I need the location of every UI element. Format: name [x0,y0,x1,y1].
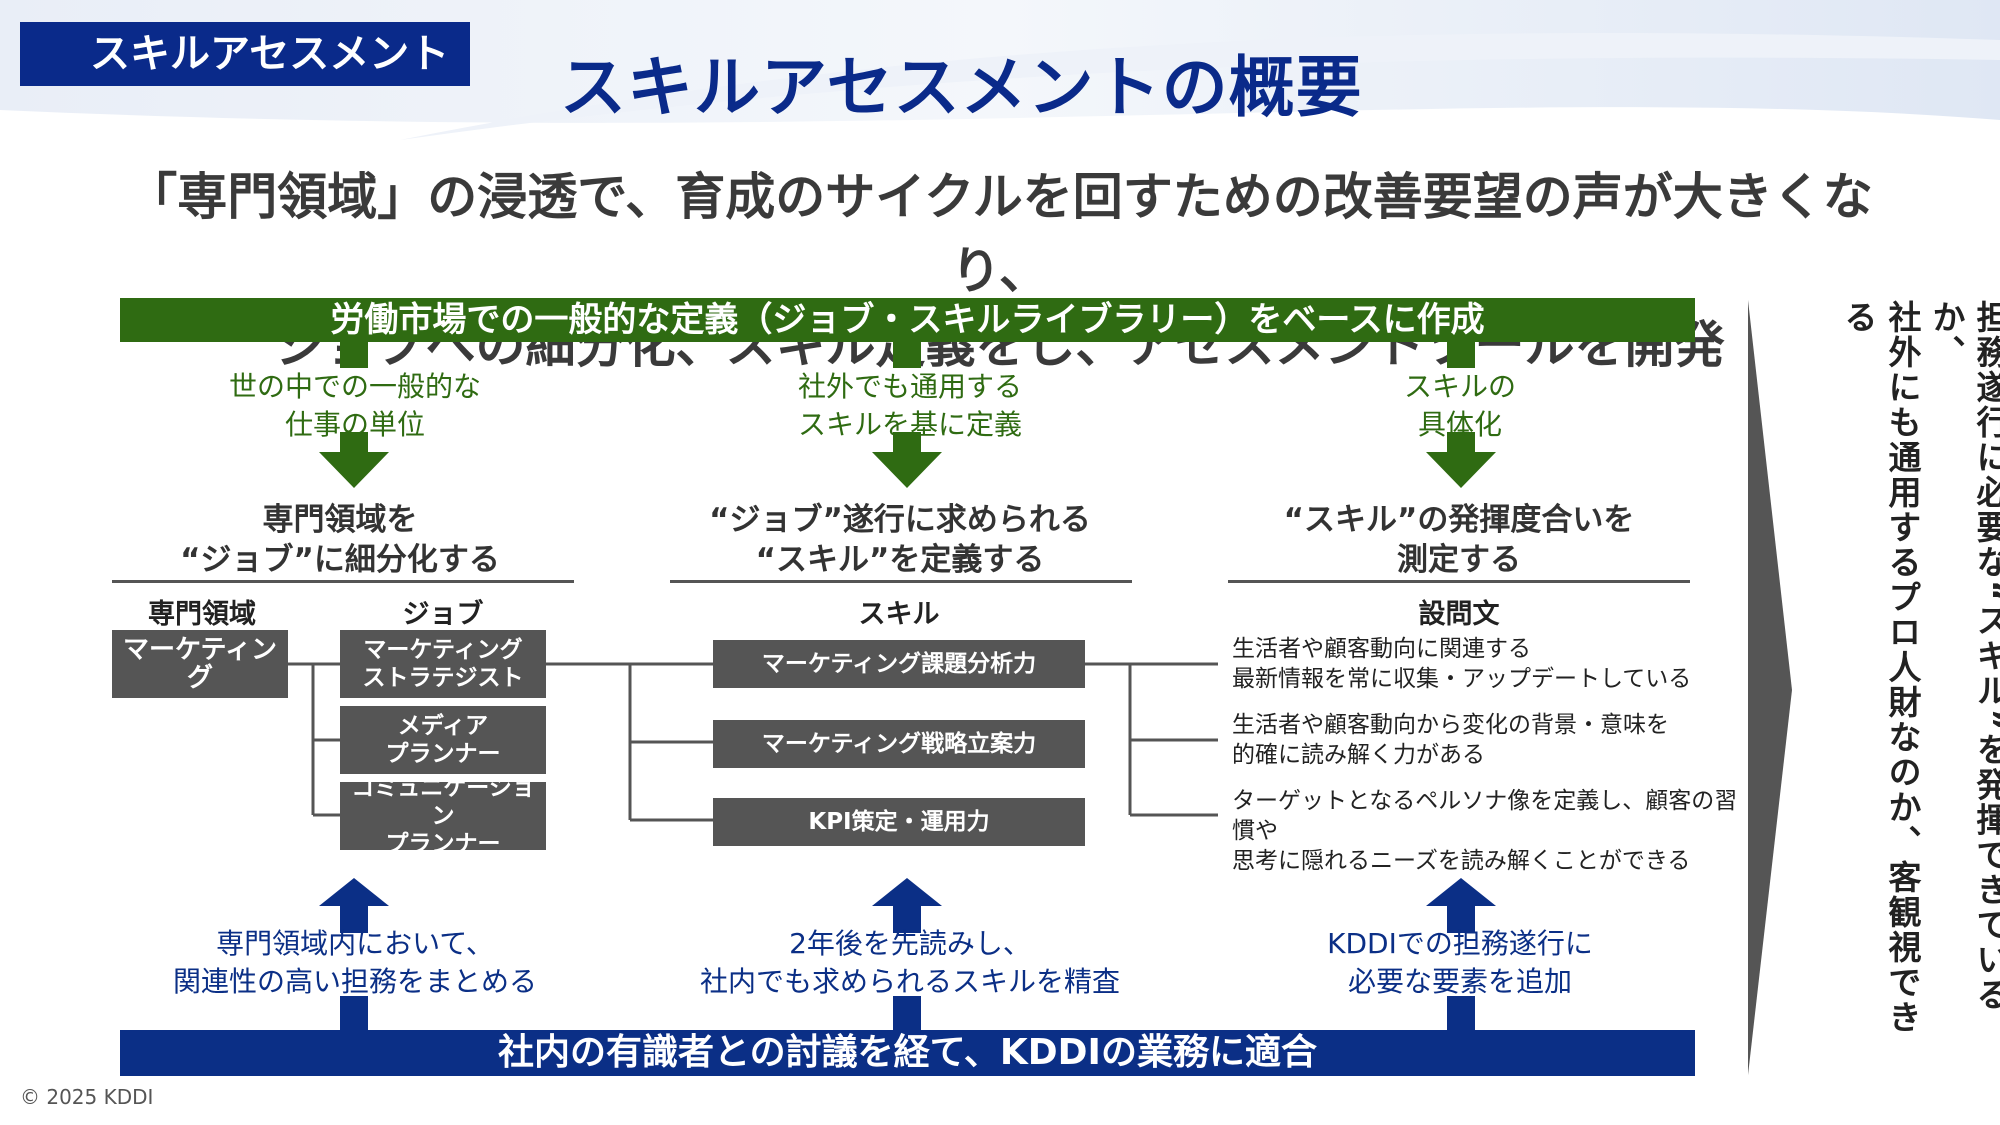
skill-box-1: マーケティング課題分析力 [713,640,1085,688]
column-rule-2 [670,580,1132,583]
blue-note-1-line-1: 専門領域内において、 [216,927,494,960]
green-down-arrow-3 [1426,342,1496,488]
side-chevron [1748,300,1792,1075]
side-message: 担務遂行に必要な“スキル”を発揮できているか、 社外にも通用するプロ人財なのか、… [1836,300,2000,1060]
domain-item-marketing: マーケティング [112,630,288,698]
headline-line-1: 「専門領域」の浸透で、育成のサイクルを回すための改善要望の声が大きくなり、 [127,168,1873,300]
blue-note-2-line-1: 2年後を先読みし、 [789,927,1031,960]
page-title: スキルアセスメントの概要 [560,49,1363,126]
blue-note-2: 2年後を先読みし、 社内でも求められるスキルを精査 [700,925,1120,1001]
bottom-band: 社内の有識者との討議を経て、KDDIの業務に適合 [120,1030,1695,1076]
question-3-line-2: 思考に隠れるニーズを読み解くことができる [1232,848,1691,874]
job-box-2-line-1: メディア [397,713,489,739]
header-question: 設問文 [1418,599,1500,630]
blue-up-arrow-2 [872,878,942,1030]
question-2-line-1: 生活者や顧客動向から変化の背景・意味を [1232,712,1669,738]
blue-up-arrow-1 [319,878,389,1030]
job-box-2-line-2: プランナー [385,741,501,767]
job-box-1-line-2: ストラテジスト [362,665,524,691]
column-title-2: “ジョブ”遂行に求められる “スキル”を定義する [670,500,1130,580]
blue-note-3: KDDIでの担務遂行に 必要な要素を追加 [1300,925,1620,1001]
blue-note-1: 専門領域内において、 関連性の高い担務をまとめる [170,925,540,1001]
green-down-arrow-2 [872,342,942,488]
column-rule-3 [1228,580,1690,583]
job-box-3-line-2: プランナー [385,831,501,857]
column-title-3-line-1: “スキル”の発揮度合いを [1283,502,1635,538]
job-box-2: メディア プランナー [340,706,546,774]
green-note-3-line-2: 具体化 [1417,408,1502,441]
question-3: ターゲットとなるペルソナ像を定義し、顧客の習慣や 思考に隠れるニーズを読み解くこ… [1232,786,1752,876]
question-2-line-2: 的確に読み解く力がある [1232,742,1485,768]
job-box-1: マーケティング ストラテジスト [340,630,546,698]
question-3-line-1: ターゲットとなるペルソナ像を定義し、顧客の習慣や [1232,788,1738,844]
question-1-line-2: 最新情報を常に収集・アップデートしている [1232,666,1692,692]
blue-note-1-line-2: 関連性の高い担務をまとめる [172,965,537,998]
blue-note-2-line-2: 社内でも求められるスキルを精査 [700,965,1121,998]
section-tag: スキルアセスメント [20,22,470,86]
blue-note-3-line-2: 必要な要素を追加 [1347,965,1572,998]
top-band: 労働市場での一般的な定義（ジョブ・スキルライブラリー）をベースに作成 [120,298,1695,342]
question-1: 生活者や顧客動向に関連する 最新情報を常に収集・アップデートしている [1232,634,1752,694]
blue-note-3-line-1: KDDIでの担務遂行に [1327,927,1593,960]
header-job: ジョブ [402,599,484,630]
green-note-1: 世の中での一般的な 仕事の単位 [210,368,500,444]
green-note-3-line-1: スキルの [1403,370,1516,403]
copyright: © 2025 KDDI [20,1085,154,1109]
green-note-3: スキルの 具体化 [1350,368,1570,444]
side-message-line-1: 担務遂行に必要な“スキル”を発揮できているか、 [1927,300,2000,1013]
column-title-2-line-1: “ジョブ”遂行に求められる [709,502,1091,538]
job-box-1-line-1: マーケティング [363,637,523,663]
job-box-3-line-1: コミュニケーション [351,775,535,829]
green-down-arrow-1 [319,342,389,488]
skill-box-2: マーケティング戦略立案力 [713,720,1085,768]
column-title-3-line-2: 測定する [1397,542,1521,578]
side-message-line-2: 社外にも通用するプロ人財なのか、客観視できる [1839,300,1922,1035]
column-title-1: 専門領域を “ジョブ”に細分化する [110,500,570,580]
column-title-1-line-1: 専門領域を [262,502,418,538]
green-note-1-line-2: 仕事の単位 [284,408,425,441]
column-title-3: “スキル”の発揮度合いを 測定する [1228,500,1690,580]
job-box-3: コミュニケーション プランナー [340,775,546,857]
question-2: 生活者や顧客動向から変化の背景・意味を 的確に読み解く力がある [1232,710,1752,770]
green-note-2-line-2: スキルを基に定義 [797,408,1022,441]
column-title-2-line-2: “スキル”を定義する [755,542,1045,578]
column-title-1-line-2: “ジョブ”に細分化する [180,542,500,578]
green-note-1-line-1: 世の中での一般的な [228,370,481,403]
green-note-2-line-1: 社外でも通用する [797,370,1022,403]
header-domain: 専門領域 [148,599,256,630]
blue-up-arrow-3 [1426,878,1496,1030]
skill-box-3: KPI策定・運用力 [713,798,1085,846]
header-background-swoosh [0,0,2000,140]
green-note-2: 社外でも通用する スキルを基に定義 [760,368,1060,444]
question-1-line-1: 生活者や顧客動向に関連する [1232,636,1531,662]
column-rule-1 [112,580,574,583]
header-skill: スキル [858,599,940,630]
